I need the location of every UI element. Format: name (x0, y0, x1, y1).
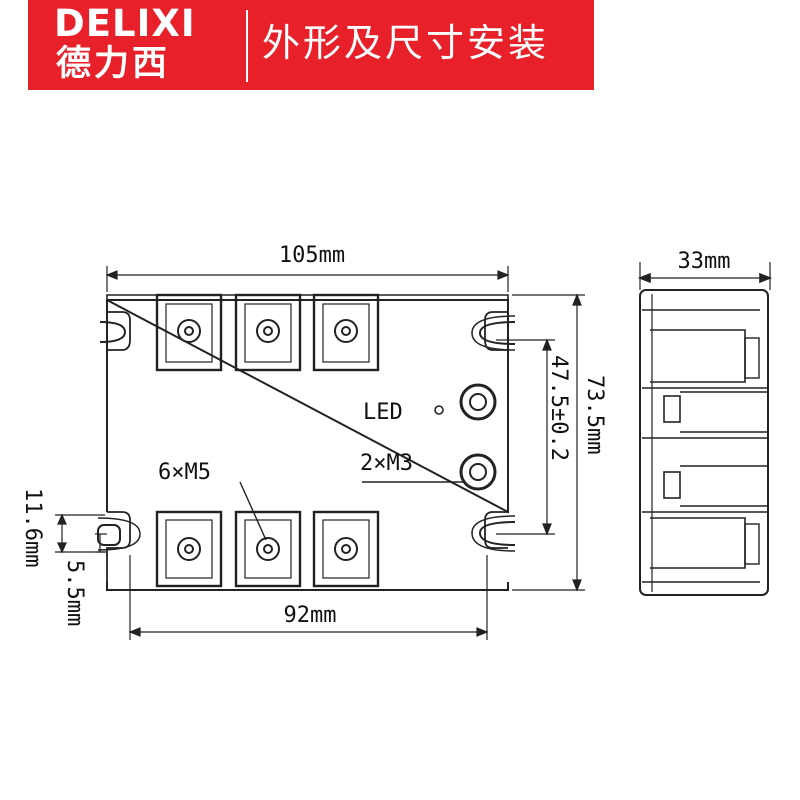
dim-line-92 (128, 555, 489, 640)
mounting-slot-left-top (99, 321, 127, 343)
label-depth-33: 33mm (678, 249, 731, 274)
brand-name-en: DELIXI (54, 2, 196, 45)
module-outline (106, 294, 509, 591)
dim-line-5-5 (95, 533, 107, 553)
label-led: LED (363, 400, 403, 425)
terminal-bottom-3 (312, 510, 380, 588)
terminal-bottom-2 (234, 510, 302, 588)
banner-divider (246, 10, 248, 82)
dim-line-47-5 (496, 338, 555, 536)
label-spacing-47-5: 47.5±0.2 (546, 355, 571, 461)
label-screw-m3: 2×M3 (360, 451, 413, 476)
mounting-slot-left-bottom (97, 517, 141, 551)
brand-name-cn: 德力西 (56, 44, 171, 84)
label-height-73-5: 73.5mm (582, 375, 607, 454)
brand-banner: DELIXI 德力西 外形及尺寸安装 (28, 0, 594, 90)
terminal-top-1 (155, 293, 223, 372)
dim-line-105 (105, 266, 510, 292)
terminal-top-3 (312, 293, 380, 372)
side-view (637, 262, 773, 596)
terminal-bottom-1 (155, 510, 223, 588)
control-terminal-2 (459, 453, 497, 491)
brand-logo: DELIXI 德力西 (28, 0, 242, 90)
mounting-slot-right-bottom (471, 515, 516, 552)
terminal-top-2 (234, 293, 302, 372)
control-terminal-1 (459, 383, 497, 421)
dim-line-73-5 (512, 293, 585, 592)
dim-line-11-6 (55, 513, 105, 554)
label-offset-11-6: 11.6mm (20, 488, 45, 567)
led-indicator-icon (434, 405, 444, 415)
banner-title: 外形及尺寸安装 (262, 21, 550, 65)
leader-m5 (239, 481, 267, 541)
label-offset-5-5: 5.5mm (62, 560, 87, 626)
label-width-105: 105mm (279, 243, 345, 268)
label-spacing-92: 92mm (284, 603, 337, 628)
label-screw-m5: 6×M5 (158, 460, 211, 485)
mounting-slot-right-top (471, 315, 516, 351)
